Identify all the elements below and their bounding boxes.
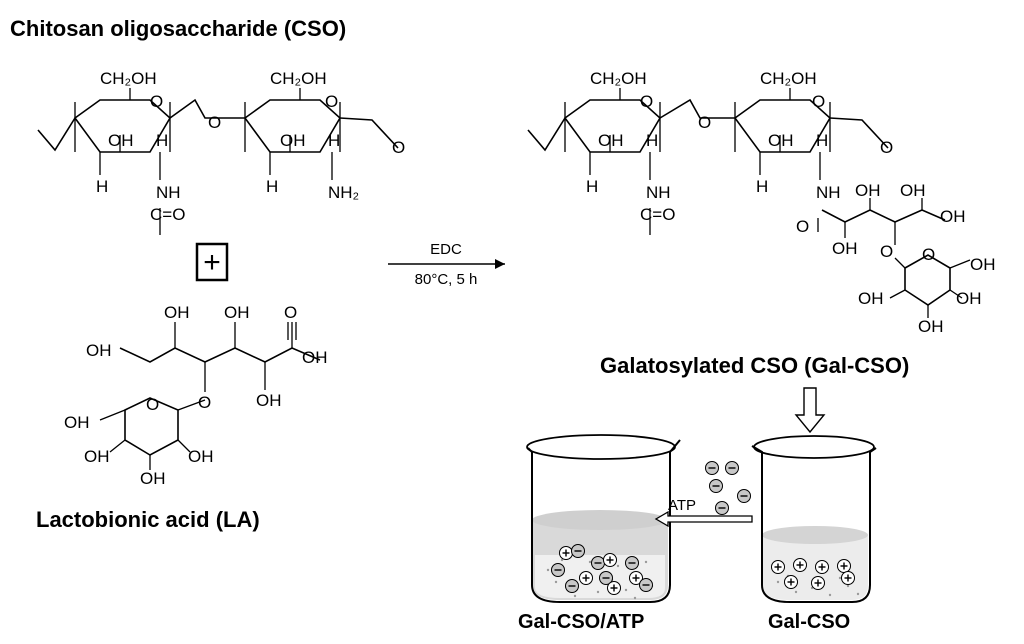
- cso-structure: [37, 88, 399, 235]
- plus-sign: +: [203, 246, 221, 279]
- ions-layer: [551, 461, 855, 595]
- la-oh-7: OH: [188, 447, 214, 466]
- gal-co: C=O: [640, 205, 675, 224]
- cso-h-4: H: [266, 177, 278, 196]
- cation-icon: [579, 571, 593, 585]
- cation-icon: [771, 560, 785, 574]
- gal-h-3: H: [586, 177, 598, 196]
- atp-label: ATP: [668, 497, 696, 514]
- anion-icon: [625, 556, 639, 570]
- cso-h-2: H: [328, 131, 340, 150]
- beaker-right-label: Gal-CSO: [768, 611, 850, 633]
- anion-icon: [705, 461, 719, 475]
- cation-icon: [837, 559, 851, 573]
- gal-chain-oh-3: OH: [940, 207, 966, 226]
- anion-icon: [565, 579, 579, 593]
- atp-arrow: [654, 510, 753, 528]
- gal-sugar-oh-2: OH: [858, 289, 884, 308]
- anion-icon: [725, 461, 739, 475]
- conditions-label: 80°C, 5 h: [415, 271, 478, 288]
- la-oh-6: OH: [84, 447, 110, 466]
- la-oh-8: OH: [140, 469, 166, 488]
- anion-icon: [715, 501, 729, 515]
- down-arrow: [794, 387, 826, 434]
- cso-oh-2: OH: [280, 131, 306, 150]
- gal-ring-o-2: O: [812, 92, 825, 111]
- cation-icon: [811, 576, 825, 590]
- cation-icon: [559, 546, 573, 560]
- gal-sugar-oh-1: OH: [970, 255, 996, 274]
- cso-ch2oh-1: CH₂OH: [100, 69, 157, 88]
- reagent-label: EDC: [430, 241, 462, 258]
- gal-oh-1: OH: [598, 131, 624, 150]
- la-carbonyl-o: O: [284, 303, 297, 322]
- cso-nh: NH: [156, 183, 181, 202]
- gal-link-o: O: [880, 242, 893, 261]
- cso-ch2oh-2: CH₂OH: [270, 69, 327, 88]
- anion-icon: [737, 489, 751, 503]
- anion-icon: [709, 479, 723, 493]
- la-title: Lactobionic acid (LA): [36, 507, 260, 532]
- cso-title: Chitosan oligosaccharide (CSO): [10, 16, 346, 41]
- gal-cso-title: Galatosylated CSO (Gal-CSO): [600, 353, 909, 378]
- anion-icon: [571, 544, 585, 558]
- la-oh-2: OH: [164, 303, 190, 322]
- anion-icon: [591, 556, 605, 570]
- gal-ch2oh-1: CH₂OH: [590, 69, 647, 88]
- cso-ring-o-2: O: [325, 92, 338, 111]
- anion-icon: [599, 571, 613, 585]
- gal-chain-oh-2: OH: [900, 181, 926, 200]
- gal-h-4: H: [756, 177, 768, 196]
- cso-h-1: H: [156, 131, 168, 150]
- la-oh-3: OH: [224, 303, 250, 322]
- la-oh-1: OH: [86, 341, 112, 360]
- cation-icon: [607, 581, 621, 595]
- gal-oh-2: OH: [768, 131, 794, 150]
- cation-icon: [603, 553, 617, 567]
- plus-box: [195, 242, 229, 282]
- cation-icon: [793, 558, 807, 572]
- cso-ring-o-1: O: [150, 92, 163, 111]
- cso-oh-1: OH: [108, 131, 134, 150]
- gal-nh-2: NH: [816, 183, 841, 202]
- la-oh-5: OH: [64, 413, 90, 432]
- gal-h-1: H: [646, 131, 658, 150]
- cso-h-3: H: [96, 177, 108, 196]
- beaker-right: [751, 435, 877, 603]
- gal-ring-o-1: O: [640, 92, 653, 111]
- cso-bridge-o: O: [208, 113, 221, 132]
- la-cooh-oh: OH: [302, 348, 328, 367]
- cation-icon: [841, 571, 855, 585]
- la-ring-o: O: [146, 395, 159, 414]
- cso-end-o: O: [392, 138, 405, 157]
- gal-sugar-oh-4: OH: [918, 317, 944, 336]
- gal-chain-oh-1: OH: [855, 181, 881, 200]
- reaction-arrowhead: [495, 259, 505, 269]
- anion-icon: [551, 563, 565, 577]
- gal-sugar-ring-o: O: [922, 245, 935, 264]
- cation-icon: [784, 575, 798, 589]
- la-link-o: O: [198, 393, 211, 412]
- gal-ch2oh-2: CH₂OH: [760, 69, 817, 88]
- gal-sugar-oh-3: OH: [956, 289, 982, 308]
- gal-end-o: O: [880, 138, 893, 157]
- la-structure: [99, 322, 321, 470]
- gal-h-2: H: [816, 131, 828, 150]
- cation-icon: [629, 571, 643, 585]
- gal-amide-o: O: [796, 217, 809, 236]
- gal-cso-structure: [527, 88, 971, 318]
- gal-chain-oh-4: OH: [832, 239, 858, 258]
- la-oh-4: OH: [256, 391, 282, 410]
- cso-nh2: NH₂: [328, 183, 359, 202]
- beaker-left-label: Gal-CSO/ATP: [518, 611, 644, 633]
- anion-icon: [639, 578, 653, 592]
- gal-nh-1: NH: [646, 183, 671, 202]
- gal-bridge-o: O: [698, 113, 711, 132]
- cation-icon: [815, 560, 829, 574]
- cso-co: C=O: [150, 205, 185, 224]
